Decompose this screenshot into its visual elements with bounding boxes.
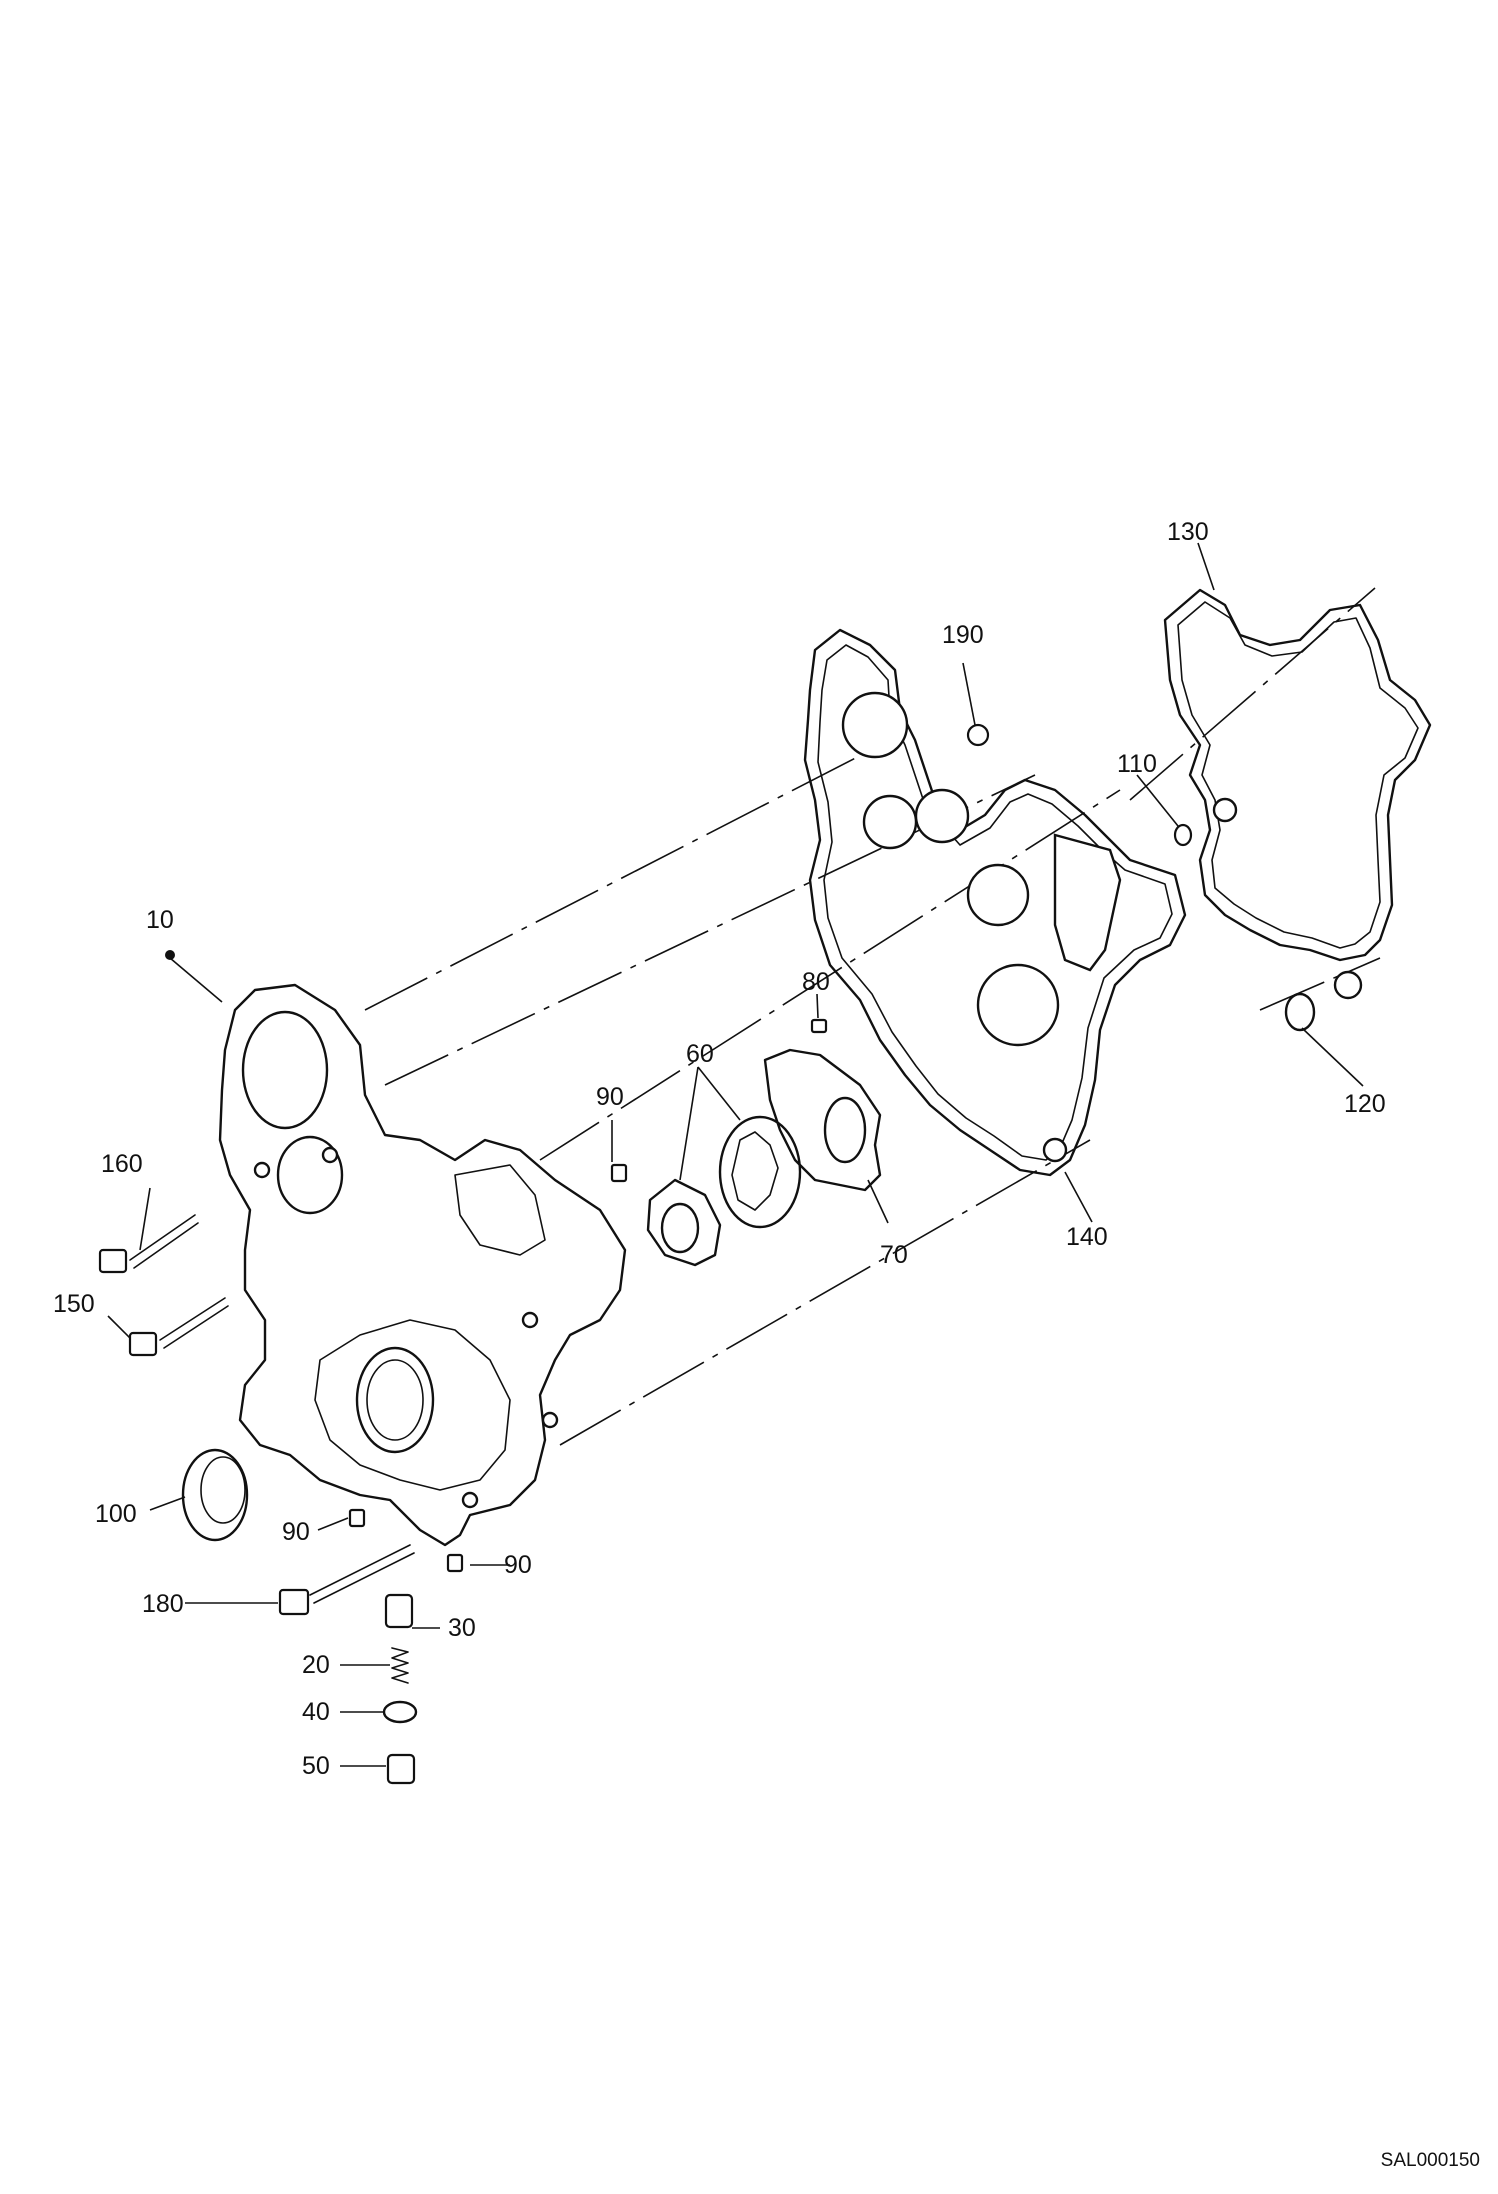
callout-180: 180: [142, 1590, 184, 1618]
part-30-valve: [384, 1593, 414, 1629]
callout-140: 140: [1066, 1223, 1108, 1251]
callout-50: 50: [302, 1752, 330, 1780]
part-20-spring: [391, 1647, 409, 1684]
callout-190: 190: [942, 621, 984, 649]
part-10-front-cover: [218, 983, 627, 1547]
callout-labels: 10 160 150 100 90 90 180 30 20 40 50 90 …: [53, 518, 1386, 1780]
part-120-oring: [1284, 992, 1316, 1032]
callout-130: 130: [1167, 518, 1209, 546]
leader-lines: [107, 542, 1364, 1767]
callout-10: 10: [146, 906, 174, 934]
callout-120: 120: [1344, 1090, 1386, 1118]
part-80-screw: [810, 1018, 828, 1034]
part-60-gear-set: [646, 1115, 802, 1267]
callout-90-a: 90: [282, 1518, 310, 1546]
part-40-washer: [382, 1700, 418, 1724]
part-180-bolt: [278, 1544, 415, 1616]
callout-150: 150: [53, 1290, 95, 1318]
part-50-nut: [386, 1753, 416, 1785]
callout-40: 40: [302, 1698, 330, 1726]
callout-60: 60: [686, 1040, 714, 1068]
callout-70: 70: [880, 1241, 908, 1269]
callout-dot-10: [165, 950, 175, 960]
callout-90-b: 90: [504, 1551, 532, 1579]
callout-110: 110: [1117, 750, 1157, 778]
part-150-bolt: [128, 1297, 229, 1357]
callout-30: 30: [448, 1614, 476, 1642]
callout-100: 100: [95, 1500, 137, 1528]
callout-80: 80: [802, 968, 830, 996]
part-110-ring: [1173, 823, 1193, 847]
drawing-code: SAL000150: [1380, 2150, 1480, 2171]
part-90-plug: [348, 1163, 628, 1573]
callout-160: 160: [101, 1150, 143, 1178]
part-100-oil-seal: [181, 1448, 249, 1542]
part-140-adapter-plate: [803, 628, 1187, 1177]
part-70-pump-plate: [763, 1048, 882, 1192]
callout-20: 20: [302, 1651, 330, 1679]
part-190-plug: [966, 723, 990, 747]
part-130-gasket: [1163, 588, 1432, 1000]
callout-90-c: 90: [596, 1083, 624, 1111]
part-160-bolt: [98, 1214, 199, 1274]
